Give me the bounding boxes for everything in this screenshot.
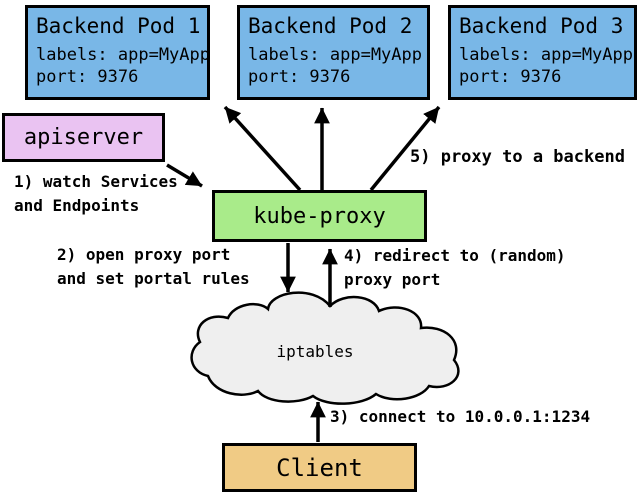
backend-pod-2-labels: labels: app=MyApp (248, 45, 422, 65)
backend-pod-1-box: Backend Pod 1 labels: app=MyApp port: 93… (25, 5, 210, 100)
client-label: Client (276, 453, 363, 482)
apiserver-box: apiserver (2, 113, 165, 162)
backend-pod-3-title: Backend Pod 3 (459, 14, 624, 38)
backend-pod-1-port: port: 9376 (36, 67, 139, 87)
apiserver-label: apiserver (23, 125, 144, 150)
client-box: Client (222, 443, 417, 492)
kube-proxy-label: kube-proxy (253, 203, 386, 229)
step-5-label: 5) proxy to a backend (410, 147, 625, 167)
backend-pod-2-title: Backend Pod 2 (248, 14, 413, 38)
step-1-label: 1) watch Services and Endpoints (14, 172, 178, 215)
step-2-label: 2) open proxy port and set portal rules (57, 245, 250, 288)
backend-pod-3-port: port: 9376 (459, 67, 562, 87)
backend-pod-3-box: Backend Pod 3 labels: app=MyApp port: 93… (448, 5, 637, 100)
iptables-cloud-shape (190, 291, 460, 405)
backend-pod-2-box: Backend Pod 2 labels: app=MyApp port: 93… (237, 5, 430, 100)
backend-pod-2-port: port: 9376 (248, 67, 351, 87)
step-3-label: 3) connect to 10.0.0.1:1234 (330, 407, 591, 426)
backend-pod-1-labels: labels: app=MyApp (36, 45, 210, 65)
arrow-kubeproxy-to-pod1 (223, 105, 302, 192)
backend-pod-3-labels: labels: app=MyApp (459, 45, 633, 65)
arrow-kubeproxy-to-pod3 (369, 105, 441, 192)
kube-proxy-box: kube-proxy (212, 190, 427, 242)
iptables-label: iptables (276, 342, 354, 361)
backend-pod-1-title: Backend Pod 1 (36, 14, 201, 38)
arrow-apiserver-to-kubeproxy (166, 163, 203, 188)
step-4-label: 4) redirect to (random) proxy port (344, 246, 566, 289)
